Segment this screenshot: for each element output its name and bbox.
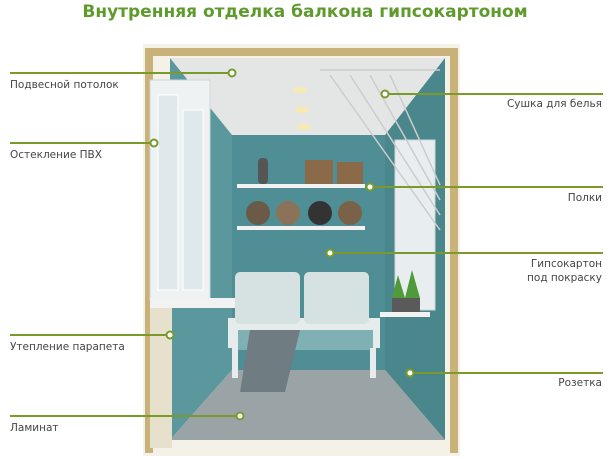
label-dryer: Сушка для белья — [506, 98, 602, 110]
label-shelves: Полки — [567, 192, 602, 204]
label-glazing: Остекление ПВХ — [10, 149, 102, 161]
label-ceiling: Подвесной потолок — [10, 79, 119, 91]
label-drywall-line1: Гипсокартон — [530, 258, 602, 270]
label-drywall-line2: под покраску — [527, 272, 602, 284]
label-socket: Розетка — [558, 377, 602, 389]
label-parapet: Утепление парапета — [10, 341, 125, 353]
label-floor: Ламинат — [10, 422, 59, 434]
page-title: Внутренняя отделка балкона гипсокартоном — [82, 2, 528, 22]
